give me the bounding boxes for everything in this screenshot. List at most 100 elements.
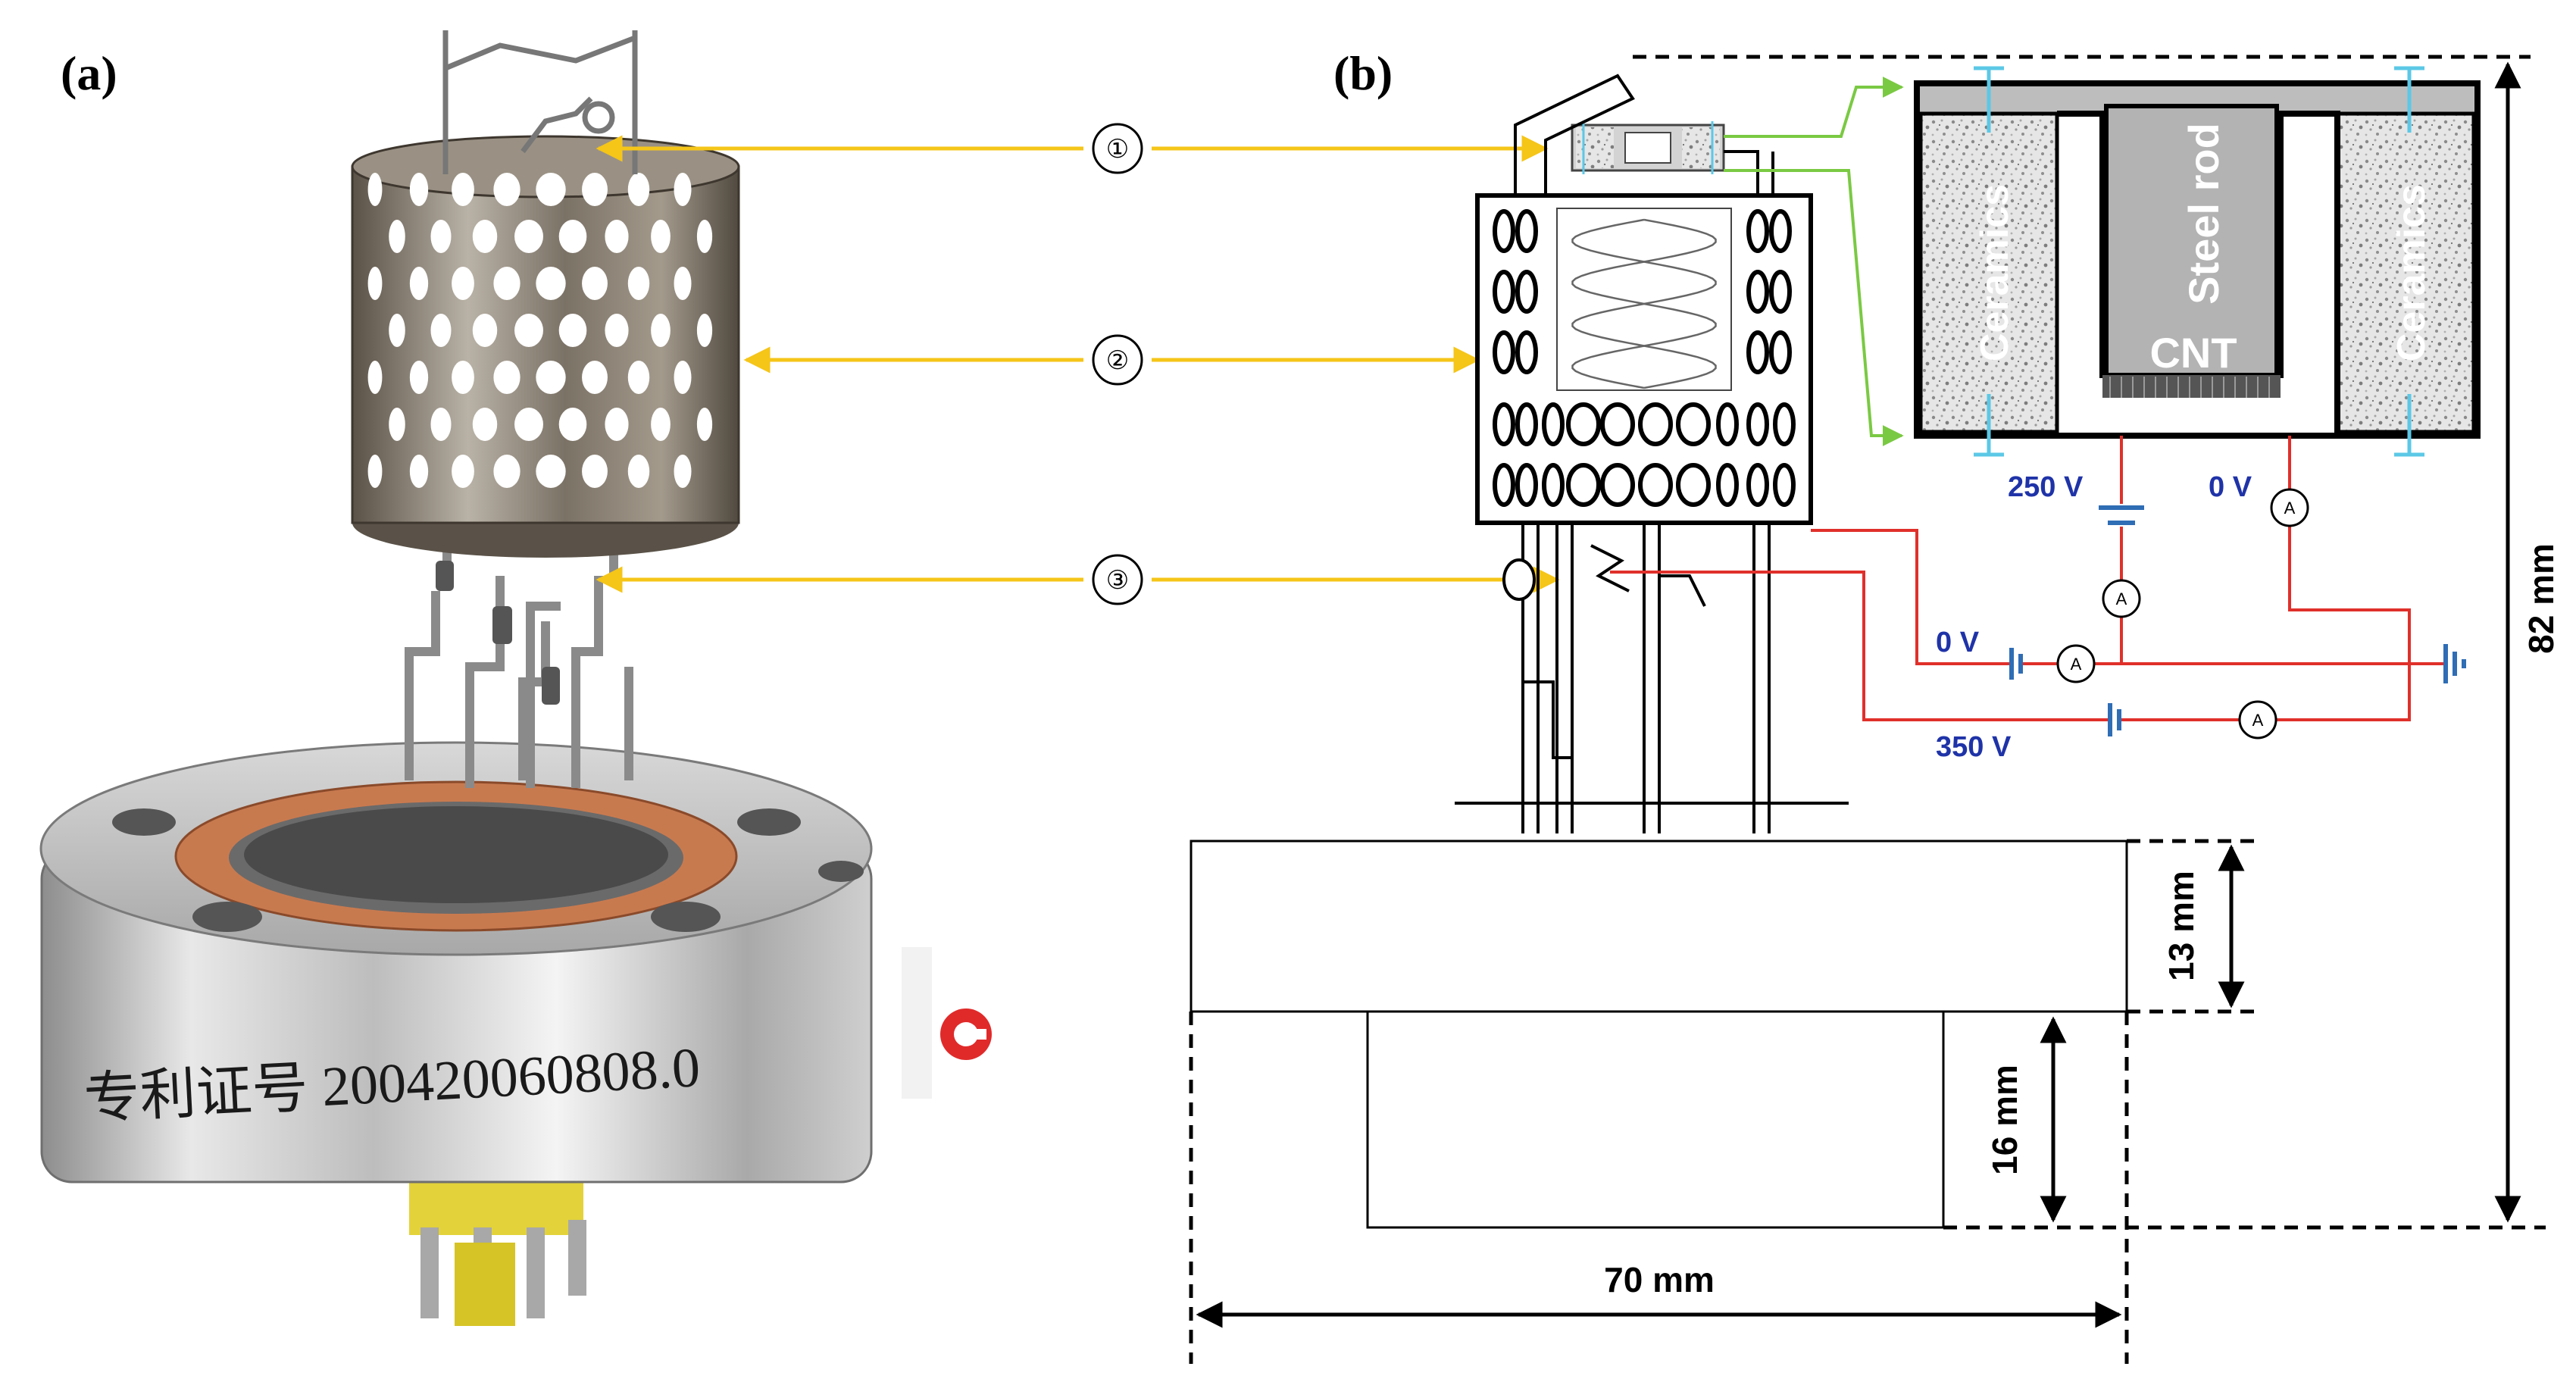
cage-hole	[651, 220, 671, 253]
callout-numbers: ① ② ③	[1092, 123, 1143, 605]
emitter-detail: Ceramics Ceramics Steel rod CNT	[1914, 66, 2481, 457]
ammeter-1-label: A	[2116, 589, 2127, 608]
callout-3: ③	[1106, 565, 1129, 596]
cage-hole	[605, 314, 629, 347]
schematic-hole	[1716, 402, 1739, 446]
ammeter-3-label: A	[2071, 655, 2082, 674]
ammeters: A A A A	[2056, 488, 2309, 740]
voltage-0-left: 0 V	[1936, 627, 1980, 658]
callout-1: ①	[1106, 134, 1129, 164]
cage-hole	[367, 173, 383, 206]
schematic-hole	[1638, 463, 1673, 507]
cage-hole	[558, 314, 587, 347]
mount-lines	[1514, 73, 1774, 193]
flange-top-rect	[1190, 840, 2128, 1013]
cage-hole	[582, 455, 608, 488]
dim-70-label: 70 mm	[1604, 1260, 1715, 1299]
cage-hole	[582, 173, 608, 206]
flange: 专利证号 200420060808.0	[39, 741, 992, 1184]
schematic: (b)	[1189, 46, 2561, 1364]
schematic-hole	[1493, 209, 1515, 253]
cage-hole	[582, 361, 608, 394]
dashed-guides	[1189, 55, 2546, 1364]
schematic-hole	[1515, 270, 1538, 314]
cage-hole	[536, 173, 566, 206]
schematic-hole	[1542, 402, 1565, 446]
schematic-lower-wires	[1455, 523, 1849, 833]
cage-hole	[558, 408, 587, 441]
schematic-hole	[1773, 463, 1796, 507]
cage-hole	[452, 173, 474, 206]
schematic-hole	[1566, 402, 1601, 446]
schematic-hole	[1493, 463, 1515, 507]
cage-hole	[674, 361, 692, 394]
voltage-350: 350 V	[1936, 731, 2012, 763]
cage-hole	[605, 408, 629, 441]
cage-hole	[367, 455, 383, 488]
cage-hole	[627, 173, 650, 206]
cage-hole	[493, 267, 521, 300]
filament-window	[1556, 208, 1732, 391]
schematic-hole	[1493, 330, 1515, 374]
cage-hole	[452, 361, 474, 394]
schematic-hole	[1716, 463, 1739, 507]
cage-hole	[389, 314, 405, 347]
right-ceramic	[2335, 111, 2476, 434]
batteries	[2009, 505, 2466, 736]
cage-hole	[651, 408, 671, 441]
cage-hole	[493, 361, 521, 394]
schematic-hole	[1676, 463, 1711, 507]
ammeter-4	[2238, 700, 2277, 740]
cage-hole	[430, 314, 452, 347]
schematic-hole	[1769, 270, 1792, 314]
maker-logo	[940, 1008, 992, 1060]
filament-helix-b	[1571, 218, 1717, 389]
schematic-hole	[1638, 402, 1673, 446]
cage-hole	[367, 361, 383, 394]
emitter-small	[1571, 121, 1725, 174]
ammeter-2-label: A	[2284, 499, 2296, 518]
cage-hole	[389, 408, 405, 441]
schematic-cage-holes	[1493, 209, 1796, 507]
cage-hole	[536, 267, 566, 300]
schematic-hole	[1493, 402, 1515, 446]
cage-hole	[409, 455, 429, 488]
schematic-hole	[1746, 209, 1769, 253]
cage-hole	[367, 267, 383, 300]
cage-hole	[627, 267, 650, 300]
cage-hole	[558, 220, 587, 253]
circuit-wires	[1610, 436, 2443, 721]
cage-hole	[493, 173, 521, 206]
schematic-hole	[1746, 463, 1769, 507]
voltage-250: 250 V	[2008, 471, 2084, 503]
dim-16-label: 16 mm	[1985, 1065, 2024, 1175]
cage-hole	[582, 267, 608, 300]
cage-holes	[367, 173, 713, 488]
cage-hole	[696, 408, 713, 441]
cage-hole	[514, 314, 543, 347]
cnt-label: CNT	[2149, 329, 2237, 377]
panel-label-b: (b)	[1333, 46, 1393, 100]
schematic-hole	[1515, 209, 1538, 253]
cage-hole	[674, 173, 692, 206]
left-ceramic	[1918, 111, 2059, 434]
schematic-hole	[1515, 402, 1538, 446]
cage-hole	[389, 220, 405, 253]
cage-hole	[409, 267, 429, 300]
schematic-hole	[1566, 463, 1601, 507]
cnt-tip	[2102, 375, 2281, 398]
ammeter-3	[2056, 644, 2096, 683]
voltage-0-top: 0 V	[2209, 471, 2252, 503]
schematic-hole	[1542, 463, 1565, 507]
schematic-hole	[1676, 402, 1711, 446]
schematic-hole	[1600, 402, 1635, 446]
cage-hole	[536, 361, 566, 394]
flange-bottom-rect	[1366, 1010, 1945, 1229]
left-ceramic-label: Ceramics	[1973, 184, 2017, 361]
cage-hole	[536, 455, 566, 488]
cage-hole	[514, 220, 543, 253]
collector-ring	[1502, 558, 1536, 601]
schematic-hole	[1493, 270, 1515, 314]
steel-rod-label: Steel rod	[2180, 123, 2227, 305]
